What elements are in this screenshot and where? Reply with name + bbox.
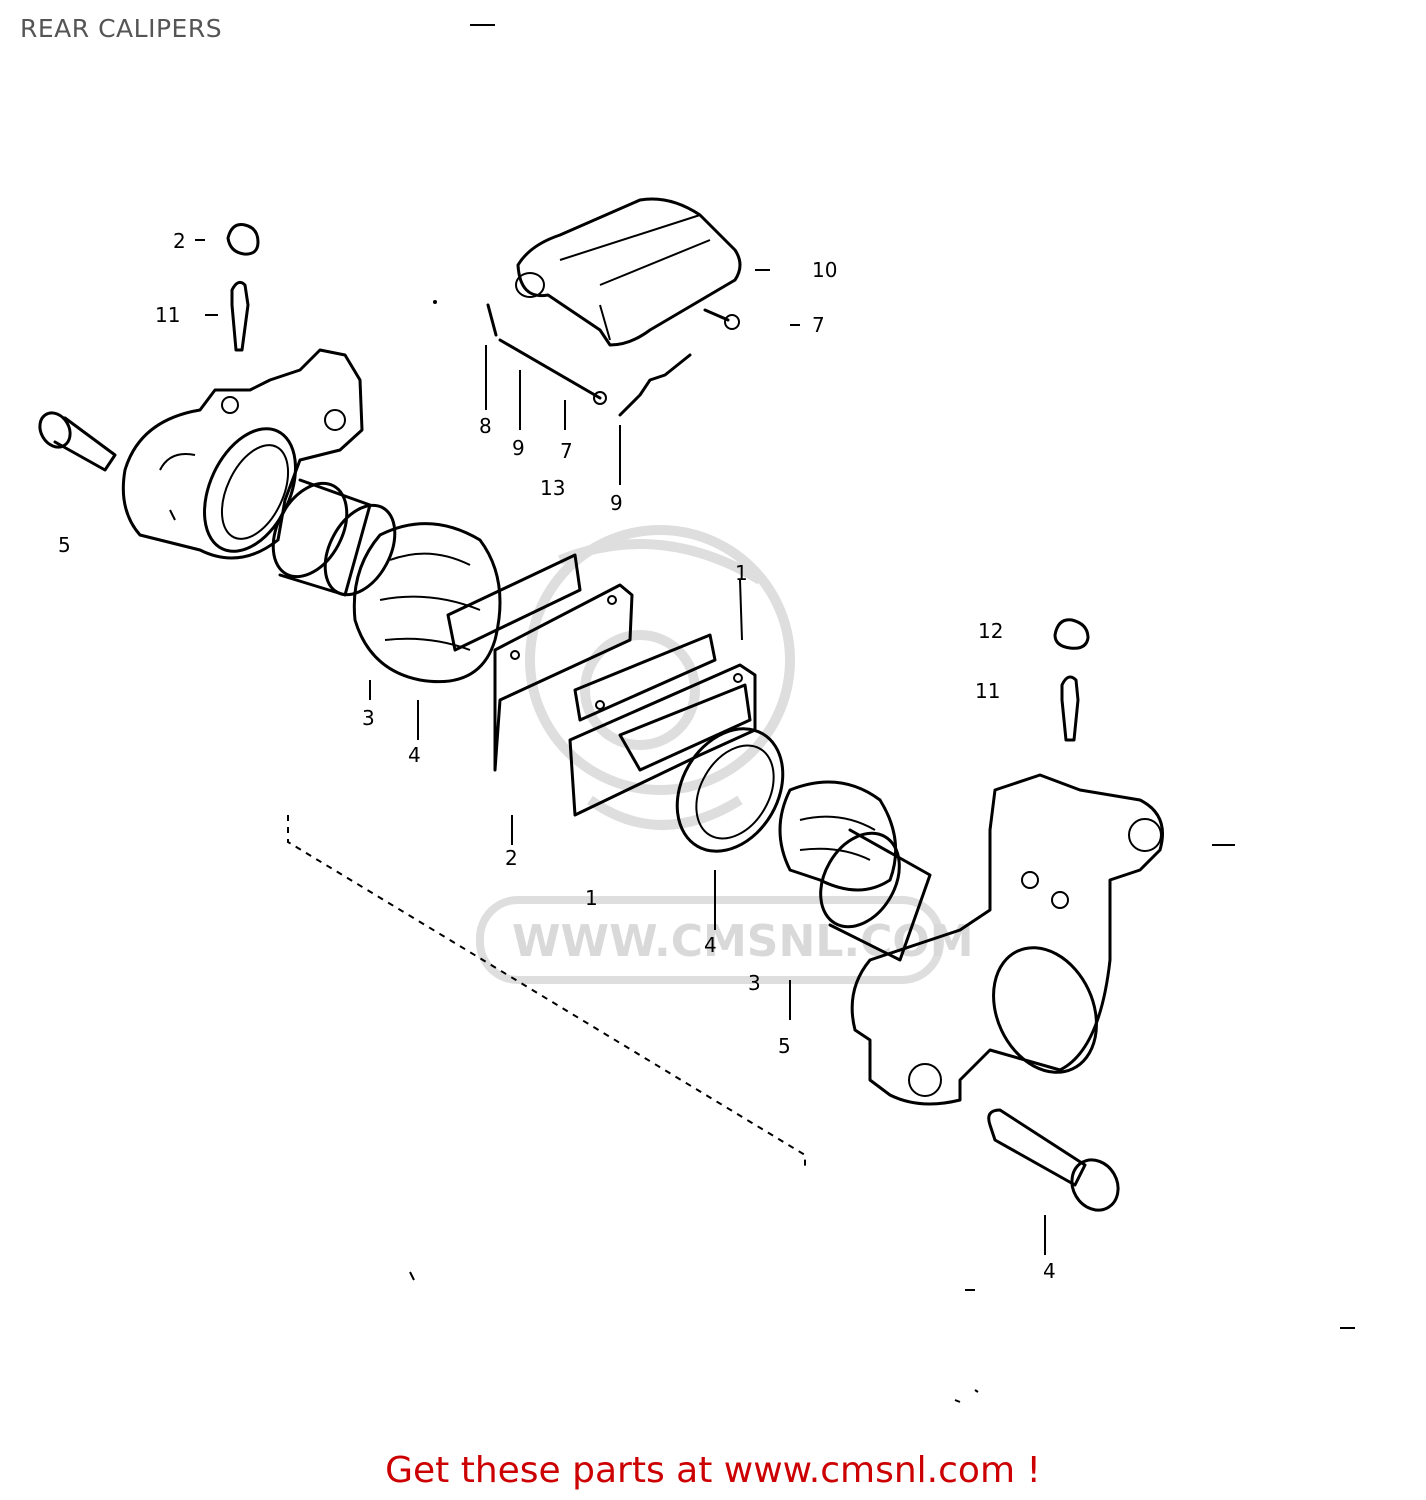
footer-promo-text: Get these parts at www.cmsnl.com ! <box>385 1450 1041 1491</box>
watermark-text: WWW.CMSNL.COM <box>512 916 974 967</box>
pad-clip <box>618 353 692 417</box>
callout-3-left-seal: 3 <box>362 706 375 730</box>
callout-7-screw: 7 <box>812 313 825 337</box>
right-piston-boot <box>778 780 898 892</box>
right-piston <box>819 828 932 962</box>
right-mounting-bolt <box>987 1108 1120 1212</box>
callout-3-right-piston: 3 <box>748 971 761 995</box>
left-piston <box>271 478 397 597</box>
callout-4-left-boot: 4 <box>408 743 421 767</box>
right-bleeder-valve <box>1060 675 1080 742</box>
stray-marks <box>409 300 979 1403</box>
left-mounting-bolt <box>38 411 117 472</box>
cover-screw <box>703 308 740 330</box>
callout-labels: 2 11 5 10 7 8 9 7 13 9 3 4 1 12 11 2 1 4… <box>58 229 1056 1283</box>
callout-8-pin: 8 <box>479 414 492 438</box>
callout-4-right-bolt: 4 <box>1043 1259 1056 1283</box>
callout-11-left-bleeder: 11 <box>155 303 180 327</box>
callout-13-spring: 13 <box>540 476 565 500</box>
callout-1-pads-top: 1 <box>735 561 748 585</box>
callout-5-right-caliper: 5 <box>778 1034 791 1058</box>
callout-12-right-cap: 12 <box>978 619 1003 643</box>
right-bleeder-cap <box>1053 618 1090 650</box>
left-bleeder-cap <box>226 223 260 256</box>
callout-4-right-seal: 4 <box>704 933 717 957</box>
left-piston-boot <box>352 522 502 684</box>
right-caliper-body <box>850 773 1164 1106</box>
callout-2-pad: 2 <box>505 846 518 870</box>
pad-pin <box>486 303 607 405</box>
leader-lines <box>195 24 1355 1329</box>
right-piston-seal <box>675 727 785 853</box>
left-caliper-body <box>121 348 364 560</box>
pad-spring-cover <box>515 197 742 347</box>
callout-9-clip-right: 9 <box>610 491 623 515</box>
callout-10-cover: 10 <box>812 258 837 282</box>
callout-9-clip-left: 9 <box>512 436 525 460</box>
callout-11-right-bleeder: 11 <box>975 679 1000 703</box>
page-title: REAR CALIPERS <box>20 14 223 43</box>
callout-1-pad-set: 1 <box>585 886 598 910</box>
brake-pad-front <box>446 553 634 772</box>
callout-2-left-cap: 2 <box>173 229 186 253</box>
watermark-logo: WWW.CMSNL.COM <box>476 525 974 984</box>
assembly-leader-bracket <box>287 815 806 1170</box>
callout-5-left-bolt: 5 <box>58 533 71 557</box>
left-bleeder-valve <box>230 280 250 352</box>
callout-7-pin: 7 <box>560 439 573 463</box>
